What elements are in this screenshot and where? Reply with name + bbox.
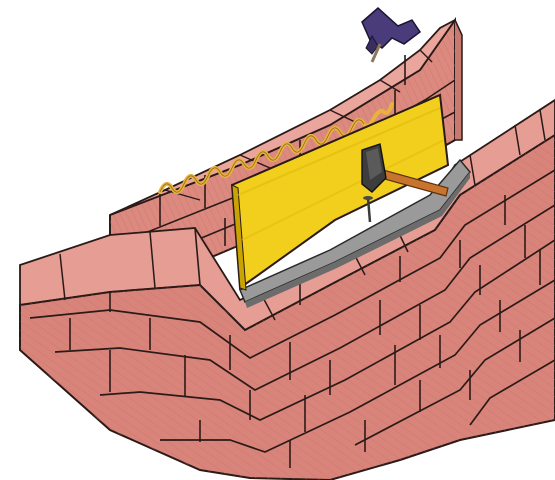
adhesive-gun-icon: [362, 8, 420, 62]
